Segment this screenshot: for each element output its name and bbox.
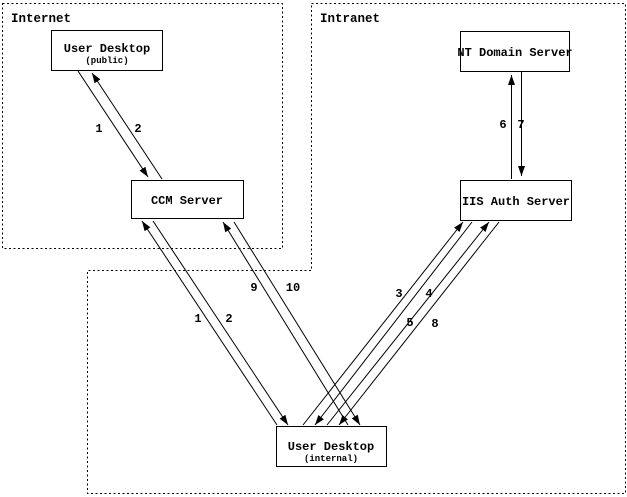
edge-label-5: 5	[406, 316, 413, 330]
node-nt-domain-server-title: NT Domain Server	[457, 46, 572, 60]
node-nt-domain-server-box	[460, 31, 570, 72]
edge-label-10: 10	[286, 281, 300, 295]
region-internet: Internet	[2, 3, 283, 249]
node-user-desktop-public: User Desktop (public)	[51, 30, 163, 71]
region-intranet-label: Intranet	[320, 12, 380, 26]
region-internet-label: Internet	[11, 12, 71, 26]
edge-label-7: 7	[517, 118, 524, 132]
edge-ccm-to-internal-2	[152, 220, 289, 426]
node-user-desktop-internal-box	[276, 426, 387, 467]
edge-internal-to-ccm-9	[222, 221, 349, 426]
region-internet-border	[2, 3, 283, 249]
edge-label-4: 4	[425, 287, 432, 301]
node-ccm-server: CCM Server	[131, 180, 244, 219]
node-user-desktop-internal: User Desktop (internal)	[276, 426, 387, 467]
edge-label-internal-1: 1	[194, 312, 201, 326]
node-ccm-server-box	[131, 180, 244, 219]
edge-iis-to-internal-4	[314, 221, 473, 426]
edge-label-8: 8	[431, 317, 438, 331]
node-user-desktop-public-title: User Desktop	[64, 42, 150, 56]
edge-ccm-to-public-2	[91, 72, 163, 180]
edge-internal-to-iis-3	[302, 221, 464, 426]
node-user-desktop-public-subtitle: (public)	[85, 56, 128, 66]
region-intranet: Intranet	[87, 3, 626, 494]
node-user-desktop-public-box	[51, 30, 163, 71]
region-intranet-border	[87, 3, 626, 494]
edge-iis-to-internal-8	[338, 221, 500, 426]
edge-label-3: 3	[395, 287, 402, 301]
flow-labels: 1 2 6 7 1 2 9 10 3 4 5 8	[95, 118, 524, 331]
node-ccm-server-title: CCM Server	[151, 194, 223, 208]
edge-ccm-to-internal-10	[233, 221, 361, 426]
edge-internal-to-iis-5	[326, 221, 490, 426]
node-user-desktop-internal-title: User Desktop	[288, 440, 374, 454]
node-iis-auth-server-title: IIS Auth Server	[462, 195, 570, 209]
edge-label-public-1: 1	[95, 122, 102, 136]
edge-public-to-ccm-1	[77, 70, 149, 178]
edge-label-internal-2: 2	[225, 312, 232, 326]
edge-internal-to-ccm-1	[141, 220, 278, 426]
node-iis-auth-server-box	[460, 180, 572, 221]
node-nt-domain-server: NT Domain Server	[457, 31, 573, 72]
flow-lines	[77, 70, 525, 426]
edge-label-public-2: 2	[134, 122, 141, 136]
edge-label-9: 9	[250, 281, 257, 295]
node-iis-auth-server: IIS Auth Server	[460, 180, 572, 221]
node-user-desktop-internal-subtitle: (internal)	[304, 454, 358, 464]
edge-label-6: 6	[499, 118, 506, 132]
